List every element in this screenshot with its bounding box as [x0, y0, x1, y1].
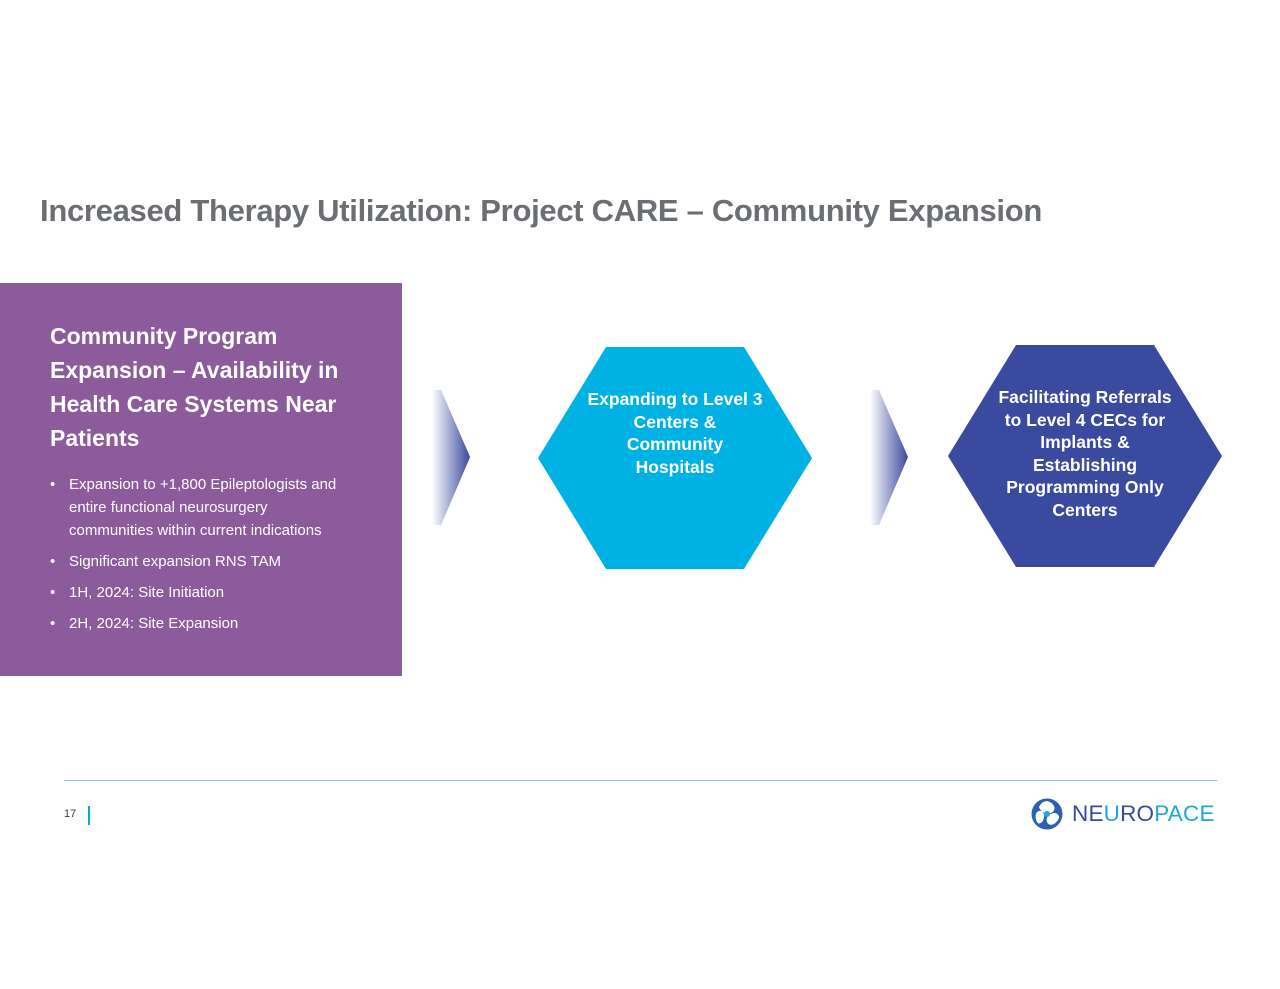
logo-wordmark: NEUROPACE [1072, 801, 1215, 827]
step-2-label-line: to Level 4 CECs for [1004, 409, 1166, 430]
bullet-text-line: 2H, 2024: Site Expansion [69, 615, 239, 632]
chevron-right-icon [870, 390, 908, 525]
bullet-dot: • [50, 615, 56, 632]
step-2-label-line: Establishing [1032, 454, 1138, 475]
bullet-item-expansion: • Expansion to +1,800 Epileptologists an… [50, 473, 362, 542]
bullet-dot: • [50, 553, 56, 570]
step-2-label-line: Implants & [1040, 432, 1130, 452]
logo-text: U [1103, 801, 1121, 826]
step-2-label-line: Centers [1052, 499, 1118, 520]
logo-text: RO [1120, 801, 1155, 826]
bullet-text-line: communities within current indications [69, 522, 322, 539]
community-program-panel: Community Program Expansion – Availabili… [0, 283, 402, 676]
footer-divider [64, 780, 1217, 781]
step-1-hexagon [538, 347, 812, 569]
bullet-text-line: Significant expansion RNS TAM [69, 553, 282, 570]
step-1-label-line: Centers & [633, 411, 717, 432]
bullet-dot: • [50, 584, 56, 601]
panel-heading-line: Health Care Systems Near [50, 391, 337, 417]
step-1-label-line: Expanding to Level 3 [587, 389, 763, 409]
logo-text: NE [1072, 801, 1104, 826]
step-2-label-line: Facilitating Referrals [998, 387, 1172, 407]
bullet-dot: • [50, 476, 56, 493]
bullet-list: • Expansion to +1,800 Epileptologists an… [50, 473, 362, 635]
panel-heading-line: Community Program [50, 323, 278, 349]
step-1-label-line: Community [626, 434, 724, 454]
step-1-label: Expanding to Level 3 Centers & Community… [578, 347, 772, 569]
panel-heading-line: Expansion – Availability in [50, 357, 339, 383]
neuropace-logo: NEUROPACE [1031, 797, 1215, 831]
panel-heading: Community Program Expansion – Availabili… [50, 319, 362, 455]
step-2-label-line: Programming Only [1006, 477, 1164, 497]
bullet-item-tam: • Significant expansion RNS TAM [50, 550, 362, 573]
step-1-label-line: Hospitals [635, 456, 715, 477]
page-number-divider [88, 806, 90, 825]
bullet-text-line: 1H, 2024: Site Initiation [69, 584, 225, 601]
step-2-hexagon [948, 345, 1222, 567]
bullet-item-site-expansion: • 2H, 2024: Site Expansion [50, 612, 362, 635]
bullet-item-site-initiation: • 1H, 2024: Site Initiation [50, 581, 362, 604]
neuropace-swirl-icon [1031, 798, 1063, 830]
page-number: 17 [64, 808, 77, 820]
logo-text: PACE [1154, 801, 1215, 826]
step-2-label: Facilitating Referrals to Level 4 CECs f… [978, 345, 1192, 567]
panel-heading-line: Patients [50, 425, 140, 451]
chevron-right-icon [432, 390, 470, 525]
slide-title: Increased Therapy Utilization: Project C… [40, 193, 1042, 228]
bullet-text-line: Expansion to +1,800 Epileptologists and [69, 476, 337, 493]
bullet-text-line: entire functional neurosurgery [69, 499, 268, 516]
